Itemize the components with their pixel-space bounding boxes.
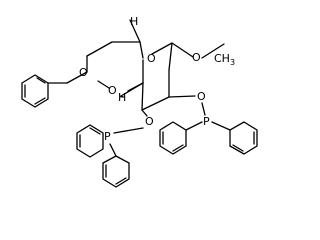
left-phosphorus-phenyl-lower <box>102 143 130 188</box>
right-phosphorus-phenyl-left <box>159 121 203 155</box>
left-phosphorus-phenyl-upper <box>76 124 104 158</box>
phosphorus-left-label: P <box>104 130 111 143</box>
right-phosphorus-phenyl-right <box>211 121 258 155</box>
hydrogen-top-label: H <box>130 15 138 28</box>
molecule-canvas: O O O CH3 O H H O O P P <box>21 15 258 188</box>
phosphinite-oxygen-left-label: O <box>145 115 154 128</box>
phosphinite-linkages <box>113 102 206 134</box>
benzylidene-phenyl-ring <box>21 74 68 108</box>
acetal-oxygen-left-label: O <box>79 66 88 79</box>
structure-diagram: O O O CH3 O H H O O P P <box>21 15 258 188</box>
atom-labels: O O O CH3 O H H O O P P <box>79 15 235 143</box>
core-bonds <box>66 19 225 117</box>
methoxy-oxygen-label: O <box>192 51 201 64</box>
hydrogen-bottom-label: H <box>118 91 126 104</box>
ring-oxygen-top-label: O <box>147 52 156 65</box>
ring-oxygen-lower-label: O <box>108 84 117 97</box>
phosphinite-oxygen-right-label: O <box>197 90 206 103</box>
methyl-label: CH3 <box>214 52 235 67</box>
phosphorus-right-label: P <box>203 115 210 128</box>
